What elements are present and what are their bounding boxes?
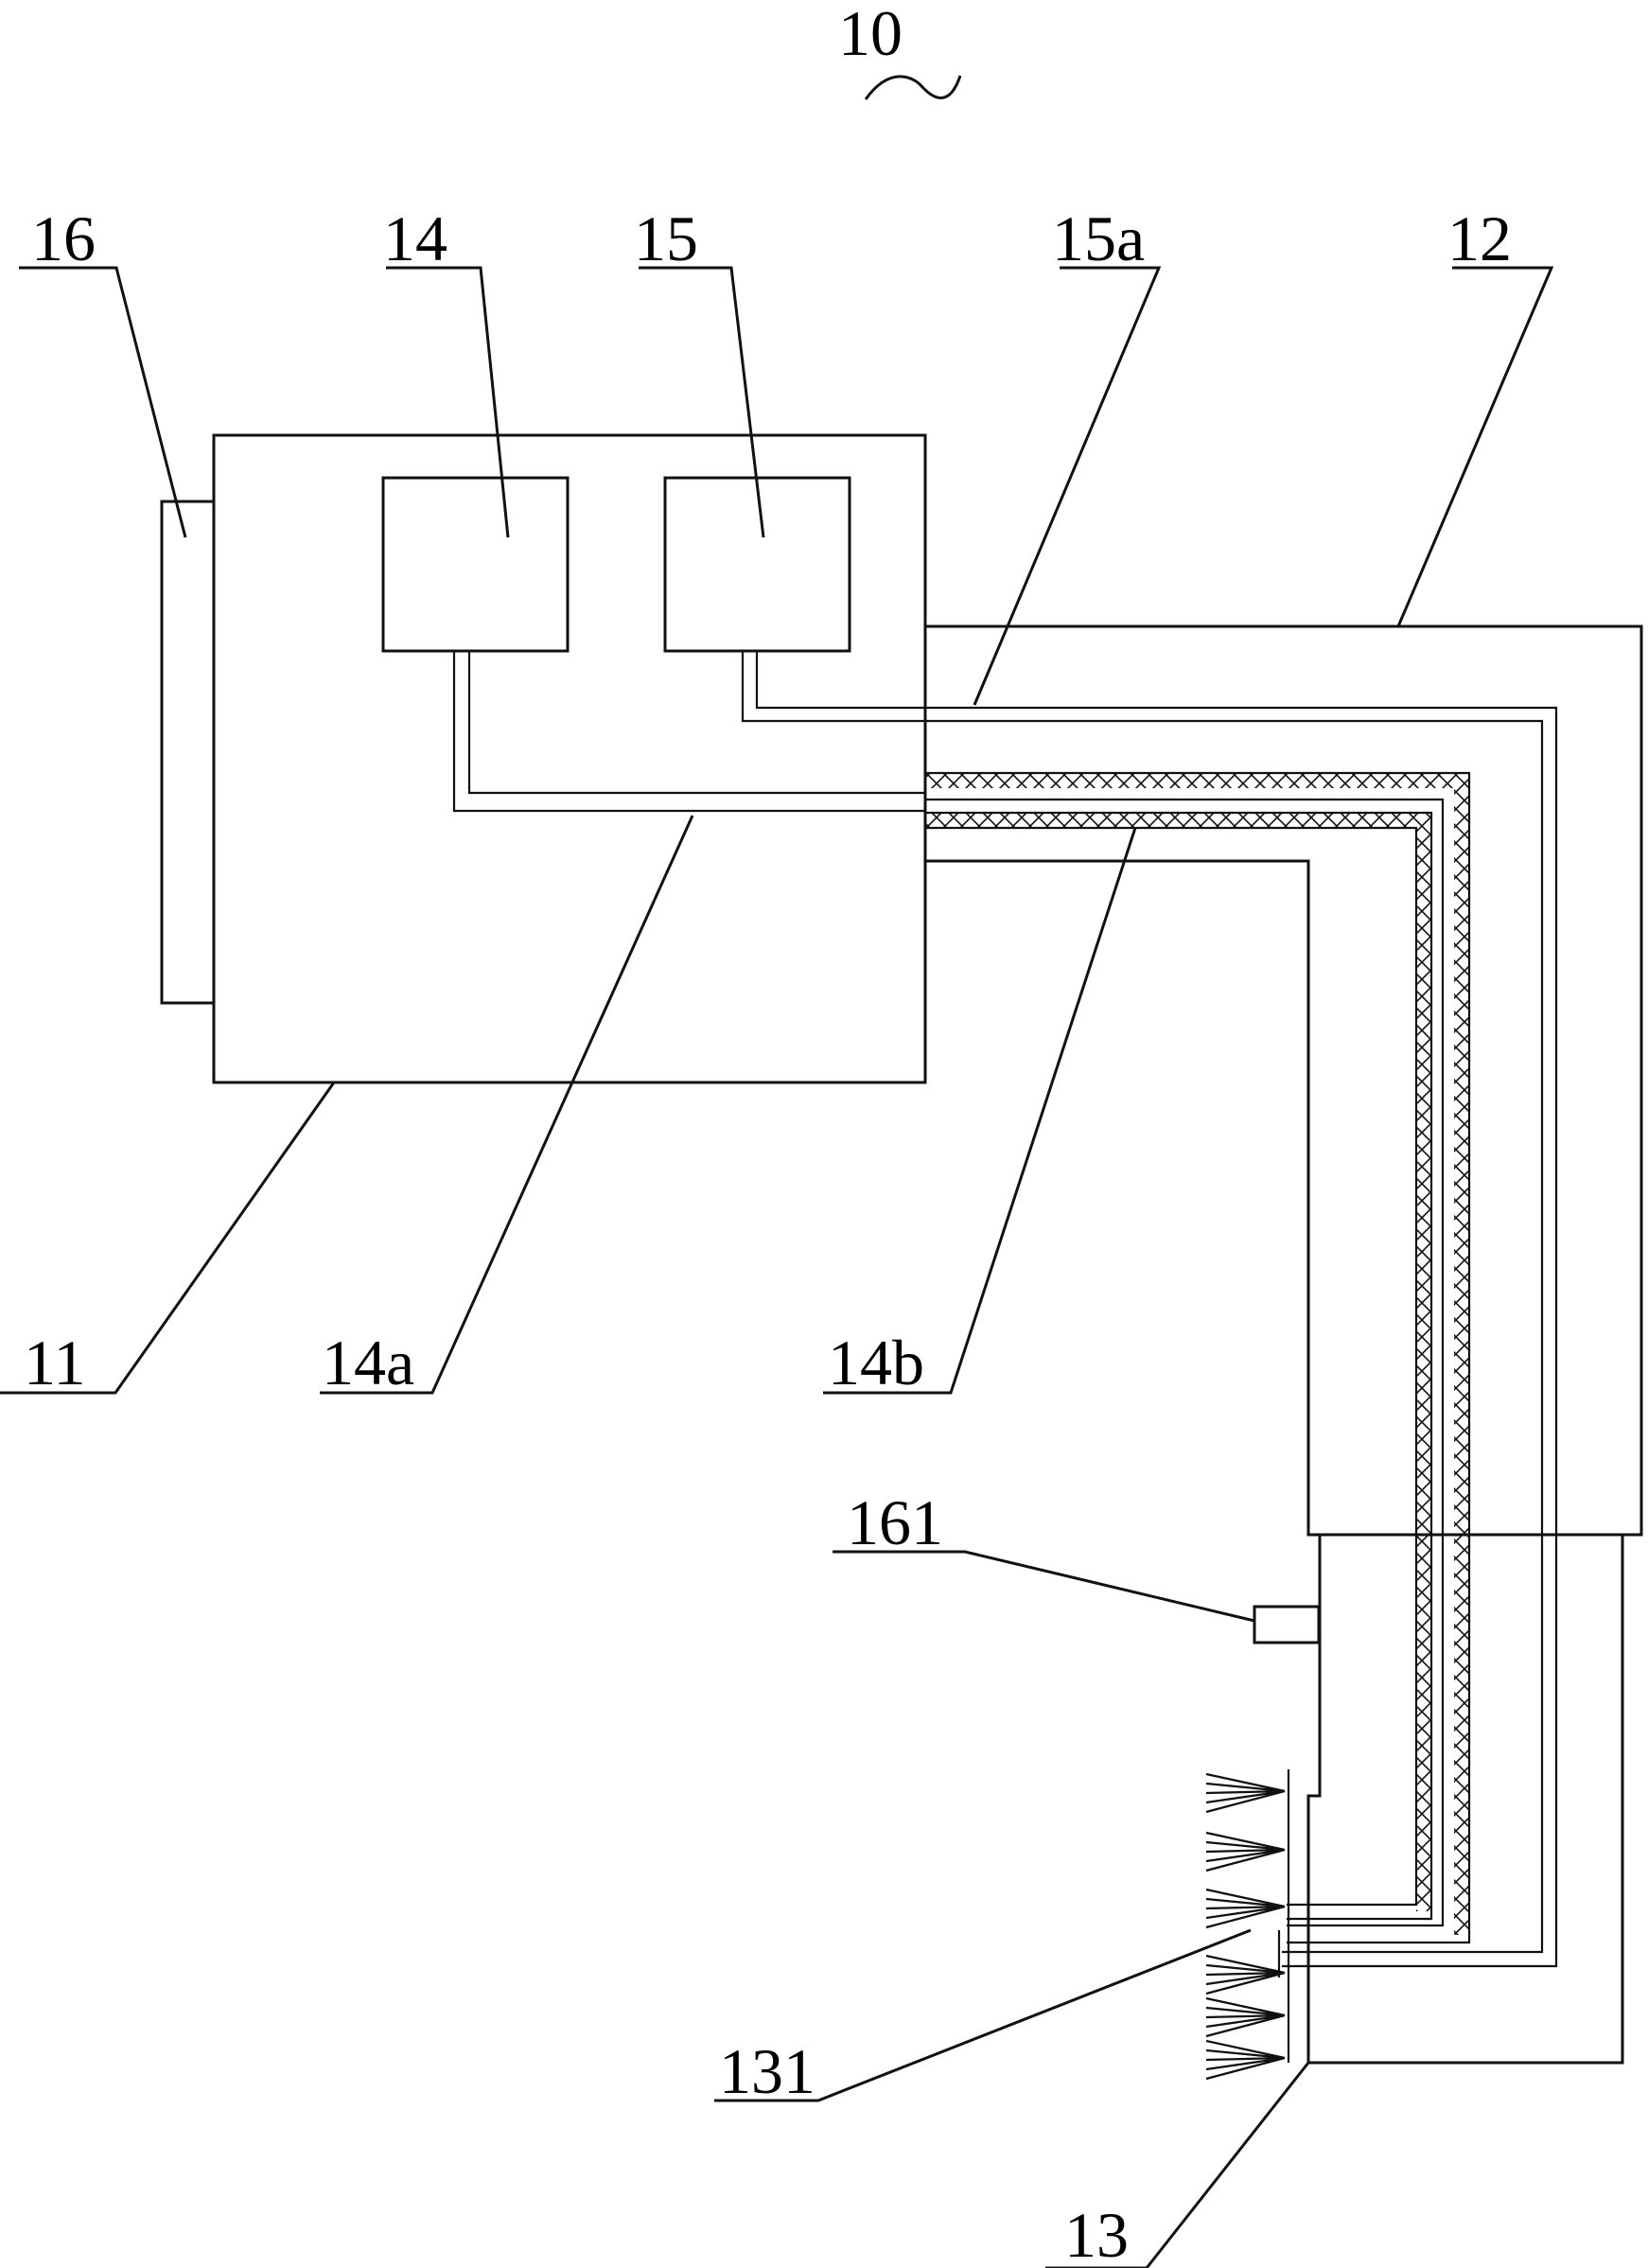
label-14a: 14a bbox=[322, 1327, 414, 1398]
brush-bristles bbox=[1205, 1769, 1290, 2081]
leader-161 bbox=[833, 1550, 1255, 1623]
leader-12 bbox=[1396, 266, 1554, 627]
leader-13 bbox=[1045, 2062, 1310, 2268]
cable-14b-hatch-outer bbox=[925, 773, 1469, 1935]
cable-14b-line-1 bbox=[925, 771, 1471, 1944]
head-body bbox=[1306, 1535, 1624, 2065]
figure-number: 10 bbox=[838, 0, 903, 69]
label-131: 131 bbox=[719, 2035, 815, 2107]
module-15-box bbox=[663, 476, 851, 653]
wire-15a-outer bbox=[741, 651, 1544, 1954]
label-14: 14 bbox=[383, 202, 447, 274]
main-housing bbox=[212, 433, 927, 1084]
wire-15a-inner bbox=[755, 651, 1558, 1968]
leader-14a bbox=[320, 815, 694, 1395]
leader-14 bbox=[386, 266, 510, 538]
leader-15 bbox=[639, 266, 765, 538]
label-13: 13 bbox=[1064, 2199, 1129, 2268]
wire-14a-inner bbox=[467, 651, 925, 795]
label-15a: 15a bbox=[1052, 202, 1145, 274]
leader-15a bbox=[973, 266, 1162, 706]
cable-14b-hatch-inner bbox=[925, 813, 1431, 1911]
leader-lines bbox=[0, 266, 1554, 2268]
label-12: 12 bbox=[1447, 202, 1512, 274]
sensor-161 bbox=[1253, 1605, 1321, 1644]
cable-14b-line-4 bbox=[925, 826, 1418, 1907]
leader-11 bbox=[0, 1081, 336, 1395]
label-15: 15 bbox=[634, 202, 698, 274]
label-161: 161 bbox=[847, 1486, 943, 1558]
side-panel bbox=[160, 500, 216, 1005]
cable-14b-line-2 bbox=[925, 798, 1445, 1927]
leader-14b bbox=[823, 827, 1137, 1395]
wire-14a-outer bbox=[452, 651, 925, 813]
module-14-box bbox=[381, 476, 570, 653]
arm-tube bbox=[925, 624, 1643, 1537]
label-16: 16 bbox=[31, 202, 96, 274]
label-11: 11 bbox=[24, 1327, 85, 1398]
figure-number-tilde bbox=[864, 75, 962, 100]
leader-131 bbox=[714, 1928, 1252, 2102]
leader-16 bbox=[19, 266, 187, 538]
label-14b: 14b bbox=[828, 1327, 924, 1398]
cable-14b-line-3 bbox=[925, 811, 1433, 1921]
